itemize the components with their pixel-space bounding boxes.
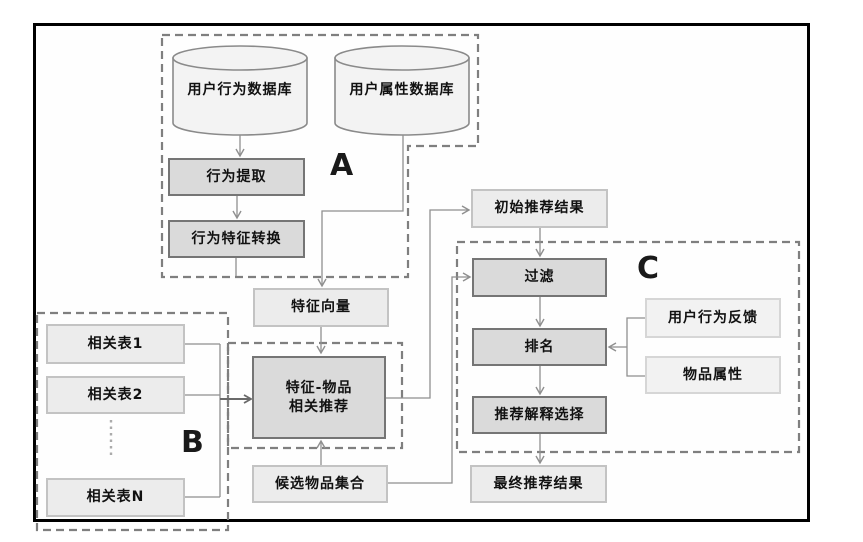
- node-feature-item-recommendation: 特征-物品 相关推荐: [252, 356, 386, 439]
- region-a-outline: [160, 33, 480, 279]
- region-a-label: A: [330, 148, 354, 183]
- edge-candidate-to-filter: [388, 272, 472, 484]
- node-initial-results: 初始推荐结果: [471, 189, 608, 228]
- region-b-label: B: [181, 425, 204, 460]
- feature-item-dashed-outline: [226, 341, 404, 450]
- edge-feedback-attributes-join: [626, 317, 645, 377]
- region-c-outline: [455, 240, 801, 454]
- node-user-behavior-feedback: 用户行为反馈: [645, 298, 781, 338]
- edge-attributedb-to-featurevector: [317, 135, 404, 288]
- node-item-attributes: 物品属性: [645, 356, 781, 394]
- node-related-table-n: 相关表N: [46, 478, 185, 517]
- node-final-results: 最终推荐结果: [470, 465, 607, 503]
- edge-featureitem-to-initial: [386, 205, 471, 399]
- node-filter: 过滤: [472, 258, 607, 297]
- node-explanation-selection: 推荐解释选择: [472, 396, 607, 434]
- user-behavior-db-cylinder: [172, 45, 308, 136]
- region-b-outline: [35, 311, 230, 532]
- user-attribute-db-cylinder: [334, 45, 470, 136]
- node-feature-vector: 特征向量: [253, 288, 389, 327]
- node-ranking: 排名: [472, 328, 607, 366]
- node-candidate-item-set: 候选物品集合: [252, 465, 388, 503]
- node-user-attribute-db: 用户属性数据库: [349, 81, 455, 98]
- node-behavior-extraction: 行为提取: [168, 158, 305, 196]
- connectors: [109, 135, 645, 498]
- node-user-behavior-db: 用户行为数据库: [187, 81, 293, 98]
- region-c-label: C: [637, 251, 660, 286]
- node-behavior-feature-conversion: 行为特征转换: [168, 220, 305, 258]
- node-related-table-1: 相关表1: [46, 324, 185, 364]
- node-related-table-2: 相关表2: [46, 376, 185, 414]
